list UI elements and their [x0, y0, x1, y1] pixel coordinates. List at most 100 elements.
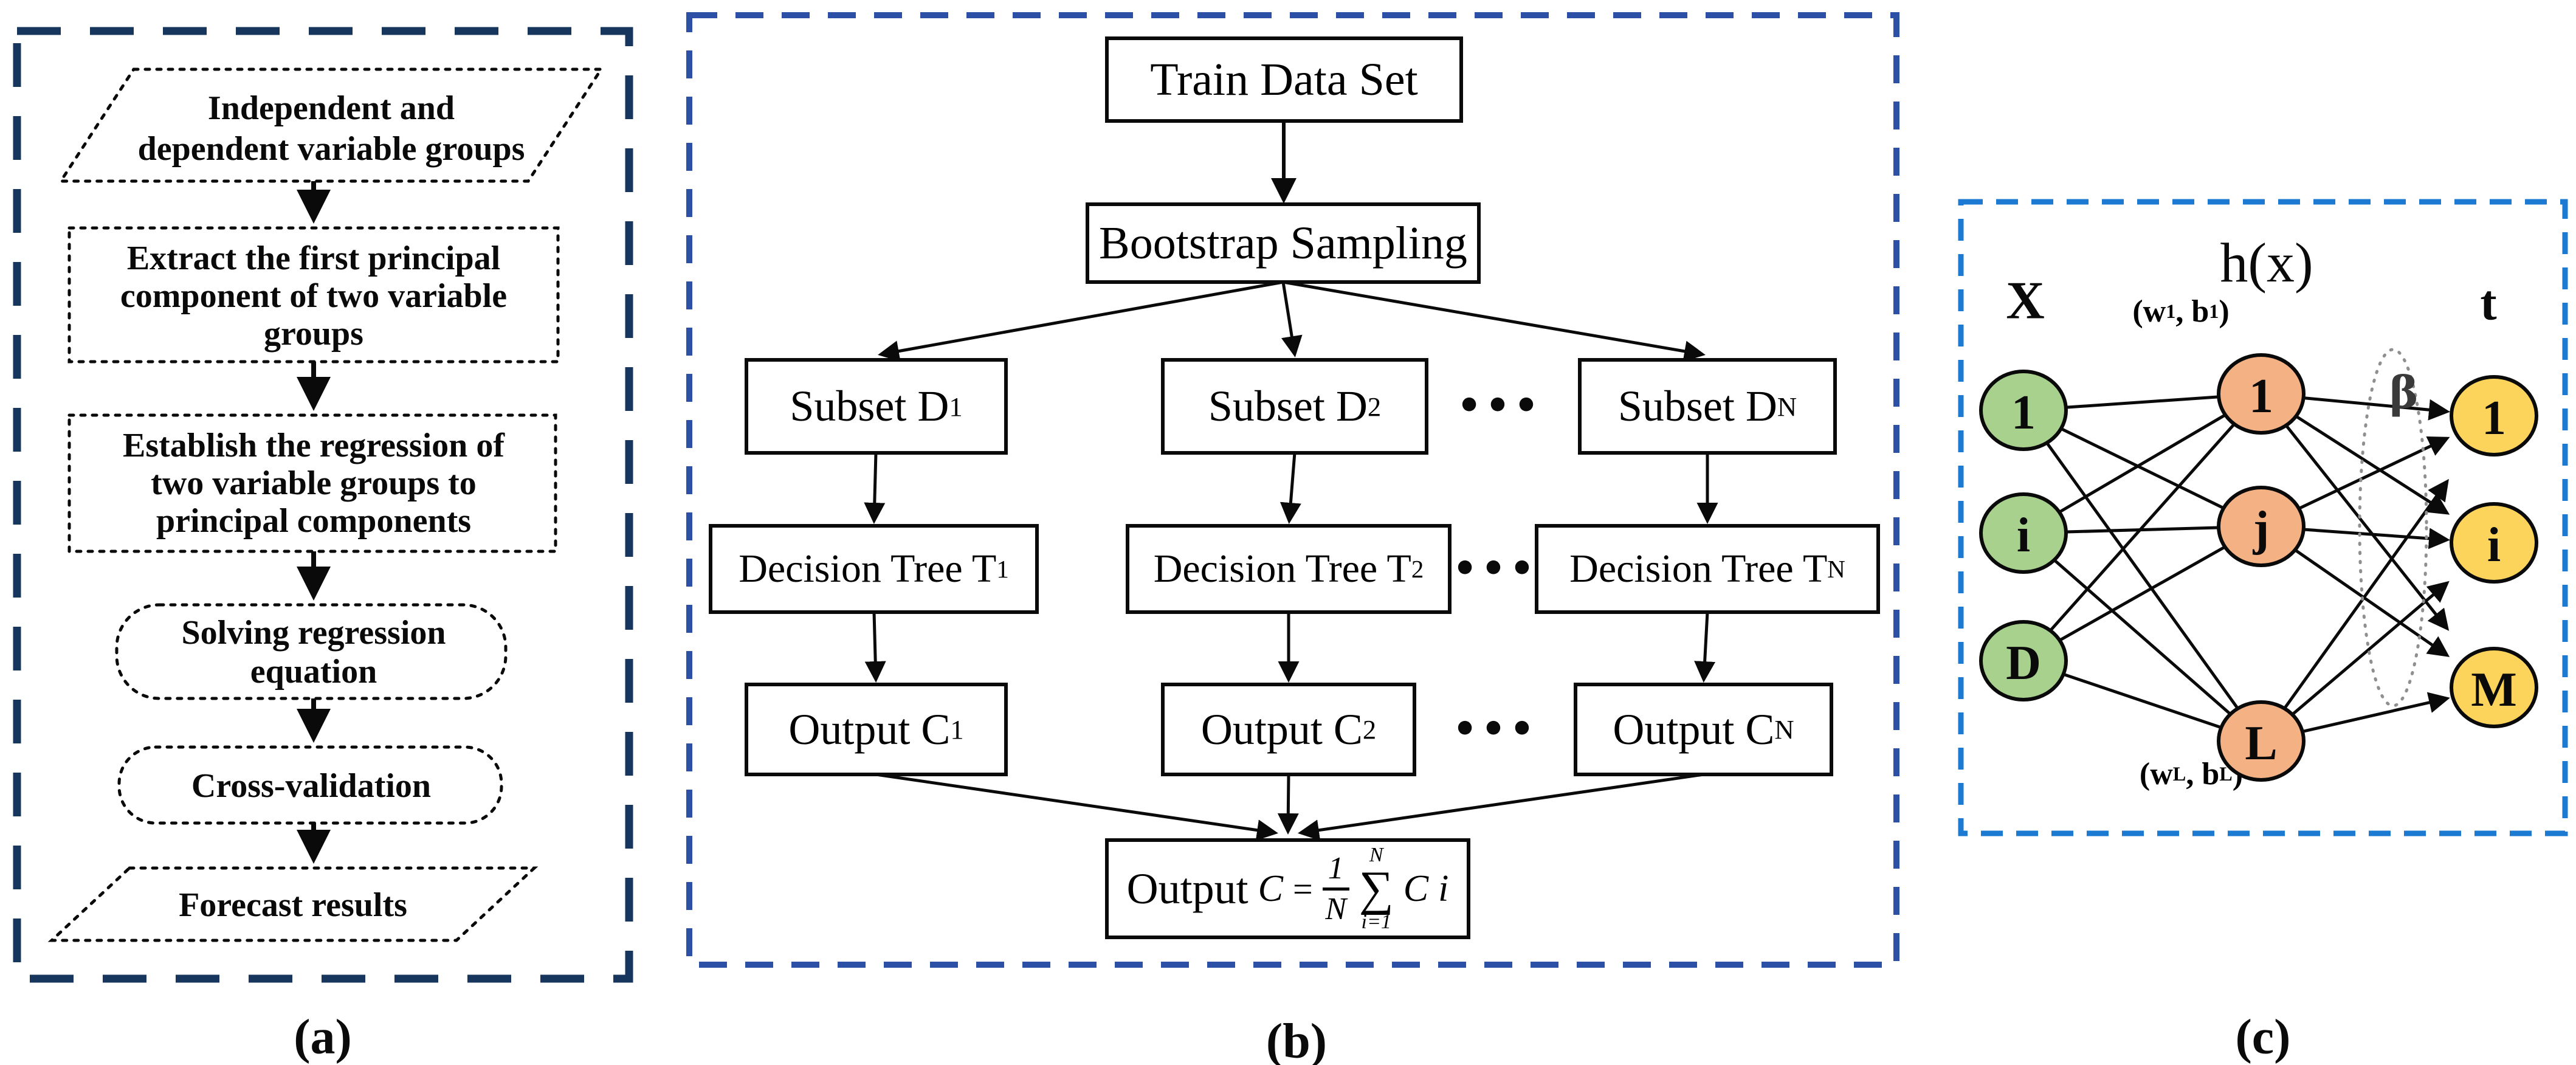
fraction-numerator: 1 [1328, 850, 1344, 886]
flow-rounded-solving [115, 603, 508, 700]
subset-1-sub: 1 [949, 391, 963, 422]
panel-c-border [1958, 199, 2568, 836]
subset-n-label: Subset D [1617, 382, 1777, 430]
input-layer-label: X [2006, 272, 2045, 331]
box-bootstrap-text: Bootstrap Sampling [1099, 217, 1467, 269]
flow-text: component of two variable [120, 277, 507, 315]
output-node-i-label: i [2487, 519, 2501, 572]
converge-arrow [875, 773, 1278, 841]
formula-summation: N ∑ i=1 [1359, 845, 1394, 932]
flow-text: principal components [156, 502, 471, 540]
wb1-s1: 1 [2166, 300, 2176, 322]
flow-text: Forecast results [179, 886, 407, 924]
panel-b-border [686, 12, 1899, 968]
panel-b-label: (b) [1266, 1013, 1327, 1065]
wbl-s1: L [2172, 762, 2186, 785]
hidden-node-l [2217, 700, 2306, 782]
output-node-1 [2450, 375, 2538, 457]
formula-lhs: C [1258, 867, 1284, 909]
tree-n-label: Decision Tree T [1569, 546, 1828, 591]
wb1-p3: ) [2219, 294, 2230, 329]
bootstrap-label: Bootstrap Sampling [1099, 217, 1467, 269]
input-node-i-label: i [2017, 509, 2030, 562]
tree-1-label: Decision Tree T [739, 546, 997, 591]
output-2-sub: 2 [1362, 714, 1377, 745]
output-1-sub: 1 [950, 714, 964, 745]
flow-text: dependent variable groups [138, 130, 525, 168]
panel-c: h(x) X t (w1, b1) (wL, bL) [1958, 199, 2568, 1064]
fraction-denominator: N [1325, 891, 1347, 926]
hidden-nodes: 1 j L [2217, 353, 2306, 782]
hidden-node-1-label: 1 [2249, 370, 2273, 423]
hidden-node-j-label: j [2253, 502, 2270, 556]
flow-rounded-crossvalidation [117, 745, 503, 825]
panel-a-label: (a) [294, 1009, 352, 1064]
input-node-d [1979, 620, 2068, 701]
flow-text: two variable groups to [151, 464, 477, 502]
hidden-node-l-label: L [2245, 717, 2277, 770]
edge-line [2022, 532, 2262, 742]
fraction-bar [1322, 887, 1349, 891]
ellipsis-dots: ••• [1457, 384, 1543, 429]
edge-arrow [2260, 393, 2450, 631]
beta-group-ellipse [2358, 348, 2428, 708]
box-bootstrap-sampling [1086, 202, 1481, 284]
formula-rhs-sub: i [1438, 867, 1449, 909]
tree-n-sub: N [1827, 555, 1845, 583]
output-layer-label: t [2480, 275, 2496, 331]
flow-text: Solving regression [181, 614, 446, 652]
edge-line [2022, 409, 2263, 742]
flow-rect-extract [67, 226, 560, 364]
hidden-layer-title: h(x) [2220, 232, 2313, 294]
sigma-symbol: ∑ [1359, 862, 1394, 915]
panel-a: Independent and dependent variable group… [13, 27, 633, 1064]
output-1-label: Output C [788, 705, 951, 754]
panel-c-label: (c) [2235, 1009, 2290, 1064]
flow-text: Establish the regression of [123, 427, 505, 464]
formula-fraction: 1 N [1322, 850, 1349, 926]
box-tree-n [1535, 524, 1880, 614]
ellipsis-dots: ••• [1453, 546, 1538, 591]
edge-arrow [2259, 478, 2449, 742]
output-node-m [2450, 647, 2538, 728]
hidden-output-edges [2259, 392, 2450, 743]
fan-arrow [878, 280, 1284, 362]
formula-eq: = [1293, 869, 1313, 909]
output-node-m-label: M [2471, 663, 2517, 717]
hidden-node-j [2217, 486, 2306, 567]
subset-2-sub: 2 [1367, 391, 1382, 422]
wbl-p2: , b [2186, 756, 2220, 791]
output-2-label: Output C [1200, 705, 1363, 754]
fan-arrow [1283, 280, 1706, 362]
formula-rhs: C [1403, 867, 1429, 909]
tree-2-label: Decision Tree T [1153, 546, 1411, 591]
output-n-sub: N [1774, 714, 1794, 745]
flow-arrow [1279, 452, 1301, 524]
tree-2-sub: 2 [1411, 555, 1424, 583]
flow-text: Cross-validation [191, 767, 431, 805]
flow-text: equation [250, 653, 377, 691]
subset-n-sub: N [1777, 391, 1797, 422]
subset-1-label: Subset D [790, 382, 949, 430]
flow-arrow [864, 612, 886, 683]
flow-rect-establish [67, 413, 557, 553]
edge-line [2022, 525, 2262, 663]
output-node-i [2450, 502, 2538, 584]
ellipsis-dots: ••• [1453, 707, 1538, 752]
fan-arrow [1281, 281, 1303, 357]
wb1-p2: , b [2175, 294, 2209, 329]
box-train-text: Train Data Set [1150, 54, 1418, 105]
flow-arrow [1694, 612, 1716, 683]
converge-arrow [1277, 774, 1299, 835]
sum-lower: i=1 [1361, 911, 1391, 933]
input-node-1 [1979, 370, 2068, 451]
